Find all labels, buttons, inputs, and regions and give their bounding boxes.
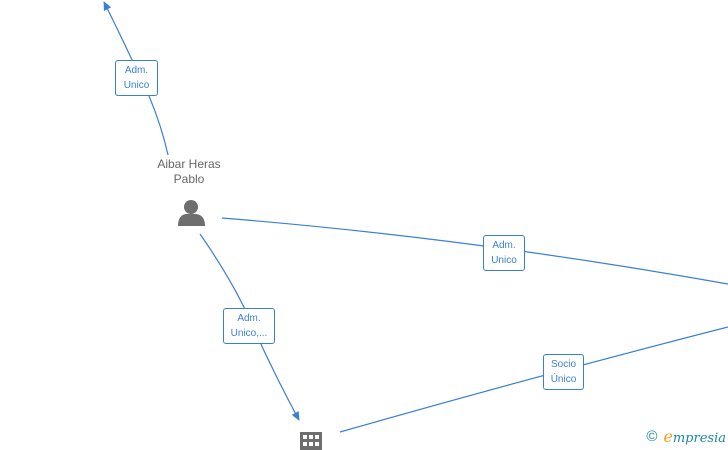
edge-label-right[interactable]: Adm. Unico bbox=[483, 235, 525, 271]
edge-label-down[interactable]: Adm. Unico,... bbox=[223, 308, 275, 344]
brand-initial: e bbox=[663, 427, 673, 446]
edge-company-right-line bbox=[339, 326, 728, 433]
building-icon[interactable] bbox=[300, 432, 322, 450]
edge-label-up-line2: Unico bbox=[123, 80, 150, 91]
edge-label-down-line1: Adm. bbox=[237, 313, 261, 324]
edge-label-up-line1: Adm. bbox=[124, 65, 149, 76]
person-name-line1: Aibar Heras bbox=[157, 157, 221, 171]
edge-right-line bbox=[221, 217, 728, 285]
edge-label-right-line2: Unico bbox=[491, 255, 517, 266]
edge-label-company-right-line2: Único bbox=[550, 374, 577, 385]
copyright-icon: © bbox=[646, 428, 658, 445]
brand-logo: empresia bbox=[663, 427, 726, 446]
person-name[interactable]: Aibar Heras Pablo bbox=[129, 157, 249, 187]
person-icon[interactable] bbox=[178, 200, 205, 226]
edge-label-right-line1: Adm. bbox=[492, 240, 516, 251]
empresia-watermark: © empresia bbox=[646, 427, 726, 446]
edge-label-company-right[interactable]: Socio Único bbox=[543, 354, 584, 390]
person-name-line2: Pablo bbox=[173, 172, 205, 186]
edge-label-down-line2: Unico,... bbox=[230, 328, 268, 339]
edge-label-company-right-line1: Socio bbox=[550, 359, 576, 370]
brand-rest: mpresia bbox=[672, 431, 726, 446]
edge-label-up[interactable]: Adm. Unico bbox=[115, 60, 158, 96]
